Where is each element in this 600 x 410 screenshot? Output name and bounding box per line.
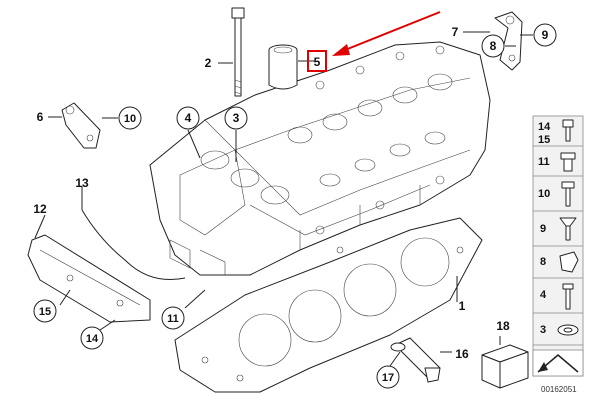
callout-17: 17 bbox=[376, 365, 400, 389]
callout-13: 13 bbox=[75, 176, 89, 190]
svg-text:3: 3 bbox=[233, 111, 240, 125]
repair-kit-box bbox=[481, 344, 529, 389]
callout-16: 16 bbox=[455, 347, 469, 361]
callout-5-highlighted: 5 bbox=[307, 50, 327, 72]
cylinder-head bbox=[149, 41, 491, 276]
washer-icon bbox=[557, 324, 579, 336]
svg-text:15: 15 bbox=[39, 306, 51, 318]
lifting-eye-bracket bbox=[61, 102, 101, 149]
countersunk-screw-icon bbox=[559, 217, 577, 241]
screw-icon bbox=[561, 181, 575, 207]
callout-6: 6 bbox=[37, 110, 44, 124]
svg-text:11: 11 bbox=[167, 313, 179, 325]
legend-label-14: 14 bbox=[538, 121, 551, 133]
legend-label-11: 11 bbox=[538, 156, 550, 168]
callout-11-main: 11 bbox=[161, 306, 185, 330]
leader-lines bbox=[34, 31, 533, 367]
callout-14: 14 bbox=[80, 326, 104, 350]
clip-icon bbox=[559, 251, 579, 273]
guide-sleeve bbox=[268, 44, 298, 90]
svg-text:9: 9 bbox=[542, 28, 549, 42]
callout-18: 18 bbox=[496, 319, 510, 333]
legend-label-9: 9 bbox=[540, 223, 546, 235]
callout-1: 1 bbox=[459, 299, 466, 313]
arrow-symbol-icon bbox=[537, 354, 579, 373]
callout-2: 2 bbox=[205, 56, 212, 70]
cylinder-head-bolt bbox=[231, 7, 245, 97]
svg-text:8: 8 bbox=[490, 39, 497, 53]
callout-4: 4 bbox=[176, 106, 200, 130]
svg-text:14: 14 bbox=[86, 333, 99, 345]
bolt-icon bbox=[562, 119, 574, 142]
lifting-eye-rear bbox=[494, 11, 523, 71]
callout-10-left: 10 bbox=[118, 106, 142, 130]
callout-12: 12 bbox=[33, 202, 47, 216]
svg-text:4: 4 bbox=[185, 111, 192, 125]
cover-gasket bbox=[27, 209, 186, 323]
stud-bolt-icon bbox=[562, 283, 574, 310]
callout-15: 15 bbox=[33, 299, 57, 323]
legend-label-10: 10 bbox=[538, 188, 550, 200]
legend-label-3: 3 bbox=[540, 324, 546, 336]
callout-7: 7 bbox=[452, 25, 459, 39]
legend-label-8: 8 bbox=[540, 256, 546, 268]
head-gasket bbox=[174, 217, 483, 393]
plug-icon bbox=[560, 152, 576, 172]
legend-label-4: 4 bbox=[540, 289, 547, 301]
red-arrow-annotation bbox=[332, 11, 441, 56]
callout-8: 8 bbox=[481, 34, 505, 58]
svg-text:17: 17 bbox=[382, 372, 394, 384]
svg-text:10: 10 bbox=[124, 113, 136, 125]
callout-3: 3 bbox=[224, 106, 248, 130]
image-id: 00162051 bbox=[541, 385, 577, 394]
legend-label-15: 15 bbox=[538, 134, 550, 146]
hardware-legend: 14 15 11 10 9 8 4 3 bbox=[532, 115, 584, 394]
callout-9: 9 bbox=[533, 23, 557, 47]
svg-text:5: 5 bbox=[314, 55, 321, 69]
temperature-sensor bbox=[390, 337, 441, 383]
